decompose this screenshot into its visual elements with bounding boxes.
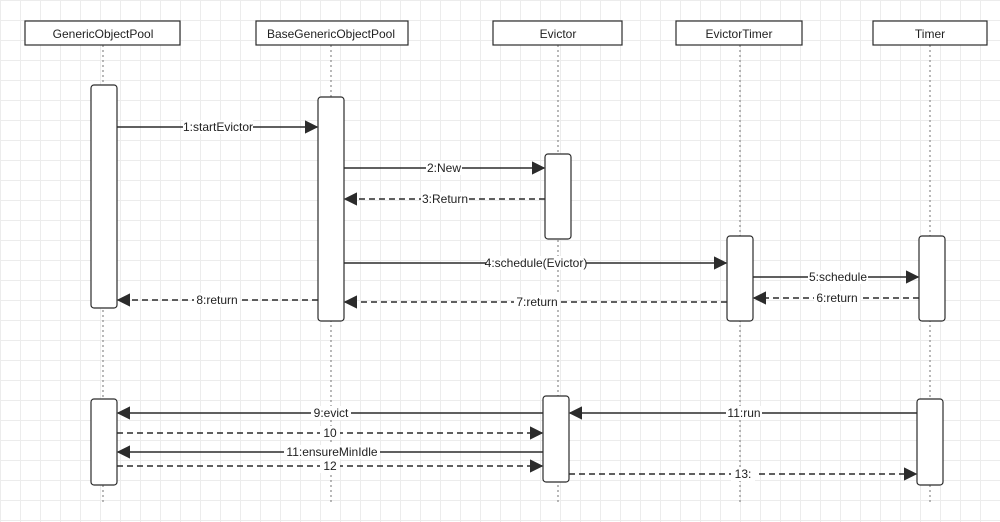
lifeline-label-evictor: Evictor	[540, 27, 577, 41]
activation-timer-2[interactable]	[916, 398, 944, 486]
label-bg-m5	[808, 270, 868, 284]
activation-evictortimer-1[interactable]	[726, 235, 754, 322]
message-m12[interactable]: 12	[117, 459, 544, 473]
lifeline-head-evictor[interactable]: Evictor	[492, 20, 623, 46]
message-m6[interactable]: 6:return	[752, 291, 919, 305]
message-m10[interactable]: 10	[117, 426, 544, 440]
lifeline-lines	[102, 45, 931, 505]
message-label-m10: 10	[323, 426, 337, 440]
message-m5[interactable]: 5:schedule	[753, 270, 920, 284]
lifeline-label-timer: Timer	[915, 27, 945, 41]
label-bg-m12	[320, 459, 340, 473]
message-label-m7: 7:return	[516, 295, 557, 309]
message-m13[interactable]: 13:	[569, 467, 918, 481]
label-bg-m11b	[284, 445, 380, 459]
label-bg-m8	[194, 293, 240, 307]
lifeline-label-gop: GenericObjectPool	[53, 27, 154, 41]
message-m3[interactable]: 3:Return	[343, 192, 545, 206]
label-bg-m11a	[726, 406, 762, 420]
message-label-m2: 2:New	[427, 161, 461, 175]
label-bg-m6	[814, 291, 860, 305]
label-bg-m10	[320, 426, 340, 440]
activation-evictor-1[interactable]	[544, 153, 572, 240]
message-label-m13: 13:	[735, 467, 752, 481]
lifeline-head-timer[interactable]: Timer	[872, 20, 988, 46]
activation-gop-1[interactable]	[90, 84, 118, 309]
lifeline-head-evictortimer[interactable]: EvictorTimer	[675, 20, 803, 46]
message-label-m5: 5:schedule	[809, 270, 867, 284]
message-label-m6: 6:return	[816, 291, 857, 305]
label-bg-m13	[731, 467, 755, 481]
message-label-m11a: 11:run	[727, 406, 760, 420]
label-bg-m2	[426, 161, 462, 175]
label-bg-m1	[183, 120, 253, 134]
label-bg-m9	[311, 406, 351, 420]
lifeline-label-evictortimer: EvictorTimer	[706, 27, 773, 41]
activation-gop-2[interactable]	[90, 398, 118, 486]
lifeline-head-gop[interactable]: GenericObjectPool	[24, 20, 181, 46]
message-m8[interactable]: 8:return	[116, 293, 318, 307]
message-label-m8: 8:return	[196, 293, 237, 307]
message-label-m12: 12	[323, 459, 337, 473]
label-bg-m7	[514, 295, 560, 309]
message-label-m9: 9:evict	[314, 406, 349, 420]
message-label-m11b: 11:ensureMinIdle	[286, 445, 377, 459]
message-label-m3: 3:Return	[422, 192, 468, 206]
message-m7[interactable]: 7:return	[343, 295, 727, 309]
label-bg-m4	[486, 256, 586, 270]
message-m4[interactable]: 4:schedule(Evictor)	[344, 256, 728, 270]
message-m11a[interactable]: 11:run	[568, 406, 917, 420]
activations	[90, 84, 946, 486]
message-m11b[interactable]: 11:ensureMinIdle	[116, 445, 543, 459]
lifeline-head-bgop[interactable]: BaseGenericObjectPool	[255, 20, 409, 46]
message-label-m1: 1:startEvictor	[183, 120, 253, 134]
message-m1[interactable]: 1:startEvictor	[117, 120, 319, 134]
message-m2[interactable]: 2:New	[344, 161, 546, 175]
message-m9[interactable]: 9:evict	[116, 406, 543, 420]
activation-timer-1[interactable]	[918, 235, 946, 322]
label-bg-m3	[421, 192, 469, 206]
activation-evictor-2[interactable]	[542, 395, 570, 483]
message-label-m4: 4:schedule(Evictor)	[485, 256, 588, 270]
activation-bgop-1[interactable]	[317, 96, 345, 322]
lifeline-label-bgop: BaseGenericObjectPool	[267, 27, 395, 41]
